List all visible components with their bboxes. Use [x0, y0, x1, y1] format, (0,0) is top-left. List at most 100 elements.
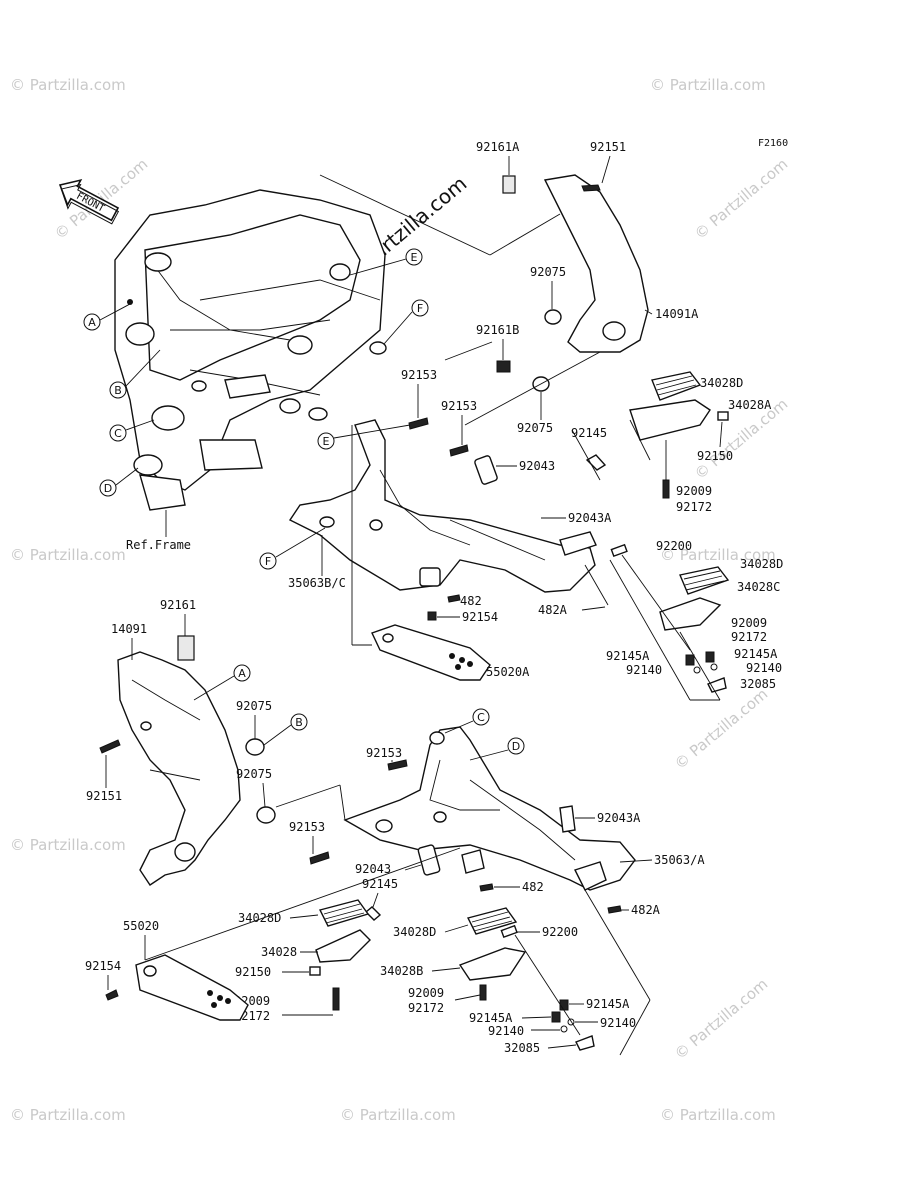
- callout-B: B: [114, 384, 122, 397]
- bolt-92154-icon: [427, 611, 437, 621]
- label-92140-c: 92140: [488, 1024, 524, 1038]
- label-92151: 92151: [590, 140, 626, 154]
- label-482A-b: 482A: [631, 903, 661, 917]
- label-55020: 55020: [123, 919, 159, 933]
- ref-frame-label: Ref.Frame: [126, 538, 191, 552]
- cover-14091: [99, 635, 276, 886]
- bolt-92151-icon: [581, 184, 601, 192]
- label-92075-d: 92075: [236, 767, 272, 781]
- bolt-92154-icon: [105, 989, 119, 1001]
- label-92153: 92153: [401, 368, 437, 382]
- label-92145: 92145: [571, 426, 607, 440]
- label-92153-c: 92153: [366, 746, 402, 760]
- grommet-92075-icon: [256, 806, 276, 824]
- label-34028D-b: 34028D: [740, 557, 783, 571]
- callout-E-2: E: [323, 435, 330, 448]
- label-92075-b: 92075: [517, 421, 553, 435]
- label-35063A: 35063/A: [654, 853, 705, 867]
- label-482-b: 482: [522, 880, 544, 894]
- bolt-92153-icon: [309, 851, 330, 865]
- callout-C-3: C: [477, 711, 485, 724]
- callout-C: C: [114, 427, 122, 440]
- callout-D-3: D: [512, 740, 520, 753]
- label-92161: 92161: [160, 598, 196, 612]
- label-35063BC: 35063B/C: [288, 576, 346, 590]
- label-92075-c: 92075: [236, 699, 272, 713]
- label-92154-b: 92154: [85, 959, 121, 973]
- pin-482A-icon: [607, 905, 622, 914]
- callout-F: F: [417, 302, 423, 315]
- plate-55020A: [371, 624, 491, 681]
- pin-92043-icon: [474, 455, 498, 485]
- spring-92145-icon: [364, 906, 382, 921]
- label-92145A-b: 92145A: [734, 647, 778, 661]
- watermark-text: © Partzilla.com: [691, 155, 791, 243]
- grommet-92075-icon: [544, 309, 562, 325]
- watermark-text: © Partzilla.com: [10, 836, 126, 854]
- label-92153-d: 92153: [289, 820, 325, 834]
- clip-92161-icon: [177, 635, 195, 661]
- spring-92145A-icon: [551, 1011, 561, 1023]
- clip-92161A-icon: [502, 175, 516, 194]
- label-92172-b: 92172: [731, 630, 767, 644]
- label-92009: 92009: [676, 484, 712, 498]
- label-92172-d: 92172: [408, 1001, 444, 1015]
- watermark-text: © Partzilla.com: [10, 76, 126, 94]
- label-92043A-b: 92043A: [597, 811, 641, 825]
- frame-callouts: A B C D E F: [83, 248, 429, 497]
- callout-A-3: A: [238, 667, 246, 680]
- label-92145A-c: 92145A: [469, 1011, 513, 1025]
- label-92161A: 92161A: [476, 140, 520, 154]
- label-92151-b: 92151: [86, 789, 122, 803]
- label-92043: 92043: [519, 459, 555, 473]
- label-92009-d: 92009: [408, 986, 444, 1000]
- bolt-92009-icon: [662, 479, 670, 499]
- spring-92145A-icon: [705, 651, 715, 663]
- label-92140-d: 92140: [600, 1016, 636, 1030]
- label-32085-b: 32085: [504, 1041, 540, 1055]
- bolt-92150-icon: [309, 966, 321, 976]
- label-14091A: 14091A: [655, 307, 699, 321]
- label-92043A: 92043A: [568, 511, 612, 525]
- watermark-text: © Partzilla.com: [671, 685, 771, 773]
- pin-482-icon: [479, 883, 494, 892]
- callout-F-2: F: [265, 555, 271, 568]
- pin-92200-icon: [500, 924, 518, 939]
- label-92145-b: 92145: [362, 877, 398, 891]
- washer-32085-icon: [707, 677, 727, 693]
- label-34028D-c: 34028D: [238, 911, 281, 925]
- label-34028B: 34028B: [380, 964, 423, 978]
- callout-A: A: [88, 316, 96, 329]
- label-92140-b: 92140: [746, 661, 782, 675]
- clip-92161B-icon: [496, 360, 511, 373]
- watermark-text: © Partzilla.com: [671, 975, 771, 1063]
- pin-92043-icon: [417, 844, 441, 876]
- callout-D: D: [104, 482, 112, 495]
- label-34028D: 34028D: [700, 376, 743, 390]
- label-34028: 34028: [261, 945, 297, 959]
- label-92153-b: 92153: [441, 399, 477, 413]
- label-34028A: 34028A: [728, 398, 772, 412]
- pin-92200-icon: [610, 543, 628, 558]
- label-14091: 14091: [111, 622, 147, 636]
- label-92172: 92172: [676, 500, 712, 514]
- footpeg-bottom-right: [458, 907, 595, 1051]
- bolt-92151-icon: [99, 739, 121, 754]
- watermark-text: © Partzilla.com: [650, 76, 766, 94]
- label-92009-b: 92009: [731, 616, 767, 630]
- label-92161B: 92161B: [476, 323, 519, 337]
- footpeg-upper: [585, 371, 729, 499]
- spring-92145-icon: [585, 454, 607, 471]
- bolt-92153-icon: [408, 417, 429, 430]
- label-92075: 92075: [530, 265, 566, 279]
- footpeg-lower: [610, 543, 730, 693]
- label-92043-b: 92043: [355, 862, 391, 876]
- washer-32085-icon: [575, 1035, 595, 1051]
- label-92150: 92150: [697, 449, 733, 463]
- label-482A: 482A: [538, 603, 568, 617]
- plate-55020: [105, 954, 249, 1021]
- watermark-text: © Partzilla.com: [10, 546, 126, 564]
- frame-assembly: [114, 189, 387, 511]
- label-32085: 32085: [740, 677, 776, 691]
